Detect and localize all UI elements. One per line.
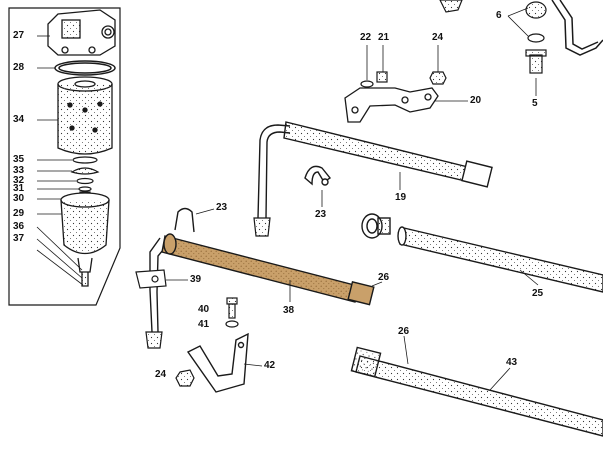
label-5: 5 bbox=[532, 98, 538, 109]
washer-22 bbox=[360, 80, 374, 88]
label-36: 36 bbox=[13, 221, 25, 232]
label-24-top: 24 bbox=[432, 32, 444, 43]
sealing-ring-28 bbox=[54, 60, 116, 76]
label-40: 40 bbox=[198, 304, 210, 315]
label-6: 6 bbox=[496, 10, 502, 21]
label-23-right: 23 bbox=[315, 209, 327, 220]
fragment-top bbox=[439, 0, 463, 13]
label-22: 22 bbox=[360, 32, 372, 43]
label-26-upper: 26 bbox=[378, 272, 390, 283]
label-35: 35 bbox=[13, 154, 25, 165]
bolt-21 bbox=[376, 71, 388, 83]
filter-element-34 bbox=[57, 76, 113, 155]
label-23-left: 23 bbox=[216, 202, 228, 213]
label-41: 41 bbox=[198, 319, 210, 330]
filter-head-27 bbox=[47, 9, 116, 56]
label-21: 21 bbox=[378, 32, 390, 43]
hose-clamp bbox=[361, 213, 391, 239]
filter-bowl-29 bbox=[60, 192, 110, 287]
washer-41 bbox=[225, 320, 239, 328]
label-25: 25 bbox=[532, 288, 544, 299]
label-24-lower: 24 bbox=[155, 369, 167, 380]
banjo-6 bbox=[525, 1, 547, 74]
label-29: 29 bbox=[13, 208, 25, 219]
label-28: 28 bbox=[13, 62, 25, 73]
filter-assembly-frame bbox=[8, 7, 121, 306]
pipe-43 bbox=[350, 346, 603, 437]
clip-plate-39 bbox=[135, 269, 167, 289]
label-27: 27 bbox=[13, 30, 25, 41]
pipe-top-right bbox=[551, 0, 603, 56]
label-38: 38 bbox=[283, 305, 295, 316]
pipe-19 bbox=[257, 124, 291, 219]
bolt-40 bbox=[226, 297, 238, 319]
hose-38 bbox=[161, 233, 375, 306]
label-42: 42 bbox=[264, 360, 276, 371]
clip-23-upper bbox=[304, 165, 332, 186]
union-38-end bbox=[145, 331, 163, 349]
bracket-20 bbox=[344, 87, 439, 123]
label-43: 43 bbox=[506, 357, 518, 368]
label-20: 20 bbox=[470, 95, 482, 106]
label-26-lower: 26 bbox=[398, 326, 410, 337]
label-31: 31 bbox=[13, 183, 25, 194]
label-32: 32 bbox=[13, 175, 25, 186]
label-37: 37 bbox=[13, 233, 25, 244]
label-30: 30 bbox=[13, 193, 25, 204]
label-19: 19 bbox=[395, 192, 407, 203]
bracket-42 bbox=[186, 332, 249, 393]
hose-19 bbox=[283, 121, 493, 188]
pipe-25 bbox=[397, 226, 603, 293]
clip-23-lower bbox=[174, 207, 195, 233]
label-33: 33 bbox=[13, 165, 25, 176]
label-39: 39 bbox=[190, 274, 202, 285]
union-19-end bbox=[253, 217, 271, 237]
nut-24-top bbox=[429, 71, 447, 85]
nut-24-lower bbox=[175, 369, 195, 387]
label-34: 34 bbox=[13, 114, 25, 125]
